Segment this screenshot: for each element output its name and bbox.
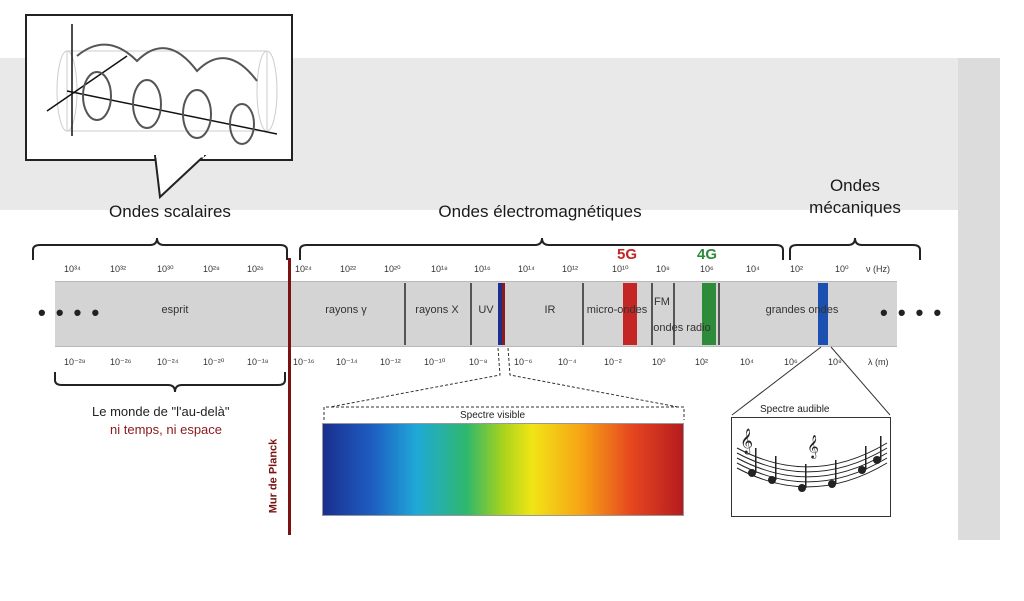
wl-exp: 10⁴ (740, 357, 754, 367)
freq-exp: 10²⁶ (247, 264, 264, 274)
audible-spectrum-image: 𝄞 𝄞 (731, 417, 891, 517)
wl-exp: 10⁻²⁴ (157, 357, 179, 367)
wl-exp: 10⁻⁴ (558, 357, 577, 367)
freq-exp: 10³⁰ (157, 264, 174, 274)
freq-exp: 10¹⁶ (474, 264, 491, 274)
beyond-text-2: ni temps, ni espace (110, 422, 223, 437)
wl-exp: 10⁻¹⁸ (247, 357, 269, 367)
freq-exp: 10² (790, 264, 804, 274)
tag-4g: 4G (697, 246, 718, 263)
freq-exp: 10¹⁰ (612, 264, 629, 274)
section-braces (32, 237, 921, 260)
freq-axis-label: ν (Hz) (866, 264, 890, 274)
wl-exp: 10⁻²⁸ (64, 357, 86, 367)
wl-exp: 10⁻⁸ (469, 357, 488, 367)
5g-band-bar (623, 283, 637, 345)
band-label-radio: ondes radio (653, 322, 711, 334)
freq-exp: 10⁰ (835, 264, 849, 274)
section-title-scalar: Ondes scalaires (109, 202, 231, 221)
background-edge (958, 58, 1000, 540)
dots-right: • • • • (880, 300, 944, 325)
tag-5g: 5G (617, 246, 638, 263)
band-label-esprit: esprit (161, 304, 189, 316)
visible-spectrum-label: Spectre visible (460, 410, 526, 421)
wl-exp: 10⁻¹⁴ (336, 357, 358, 367)
wl-exp: 10⁻¹² (380, 357, 401, 367)
freq-exp: 10⁴ (746, 264, 760, 274)
wl-exp: 10⁻²⁰ (203, 357, 225, 367)
visible-marker-bar (498, 283, 504, 345)
scalar-wave-illustration (25, 14, 293, 161)
section-title-electromagnetic: Ondes électromagnétiques (438, 202, 642, 221)
svg-text:𝄞: 𝄞 (740, 428, 753, 454)
wl-exp: 10⁻¹⁶ (293, 357, 315, 367)
freq-exp: 10³⁴ (64, 264, 81, 274)
audible-zoom-lines (731, 346, 891, 416)
dots-left: • • • • (38, 300, 102, 325)
planck-wall-label: Mur de Planck (267, 438, 280, 514)
band-label-fm: FM (654, 296, 670, 308)
freq-exp: 10¹² (562, 264, 579, 274)
4g-band-bar (702, 283, 716, 345)
visible-marker-bar-red (502, 283, 505, 345)
wl-exp: 10⁻²⁶ (110, 357, 132, 367)
divider (470, 283, 472, 345)
beyond-text-1: Le monde de "l'au-delà" (92, 404, 230, 419)
divider (582, 283, 584, 345)
audible-band-bar (818, 283, 828, 345)
beyond-brace (54, 372, 286, 393)
svg-text:𝄞: 𝄞 (807, 434, 819, 459)
divider (404, 283, 406, 345)
freq-exp: 10⁸ (656, 264, 670, 274)
wl-exp: 10⁸ (828, 357, 842, 367)
band-label-xray: rayons X (415, 304, 459, 316)
band-label-ir: IR (544, 304, 556, 316)
planck-wall-line (288, 258, 291, 535)
spectrum-band (55, 281, 897, 347)
band-label-micro: micro-ondes (586, 304, 648, 316)
freq-exp: 10⁶ (700, 264, 714, 274)
audible-spectrum-label: Spectre audible (760, 404, 830, 415)
band-label-uv: UV (478, 304, 494, 316)
freq-exp: 10¹⁴ (518, 264, 535, 274)
freq-exp: 10²⁴ (295, 264, 312, 274)
wl-exp: 10⁰ (652, 357, 666, 367)
freq-exp: 10²⁸ (203, 264, 220, 274)
wl-axis-label: λ (m) (868, 357, 889, 367)
band-label-long: grandes ondes (765, 304, 839, 316)
wl-exp: 10⁻⁶ (514, 357, 533, 367)
wl-exp: 10² (695, 357, 709, 367)
band-label-gamma: rayons γ (325, 304, 367, 316)
divider (651, 283, 653, 345)
divider (718, 283, 720, 345)
wl-exp: 10⁶ (784, 357, 798, 367)
freq-exp: 10³² (110, 264, 127, 274)
music-notes-icon: 𝄞 𝄞 (736, 428, 888, 492)
callout-tail (153, 155, 207, 200)
freq-exp: 10¹⁸ (431, 264, 448, 274)
wl-exp: 10⁻² (604, 357, 622, 367)
scalar-wave-svg (46, 24, 278, 145)
wl-exp: 10⁻¹⁰ (424, 357, 446, 367)
section-title-mechanical: Ondes mécaniques (809, 176, 901, 217)
freq-exp: 10²⁰ (384, 264, 401, 274)
visible-spectrum-gradient (322, 423, 684, 516)
divider (673, 283, 675, 345)
visible-zoom-lines (323, 347, 685, 420)
freq-exp: 10²² (340, 264, 357, 274)
